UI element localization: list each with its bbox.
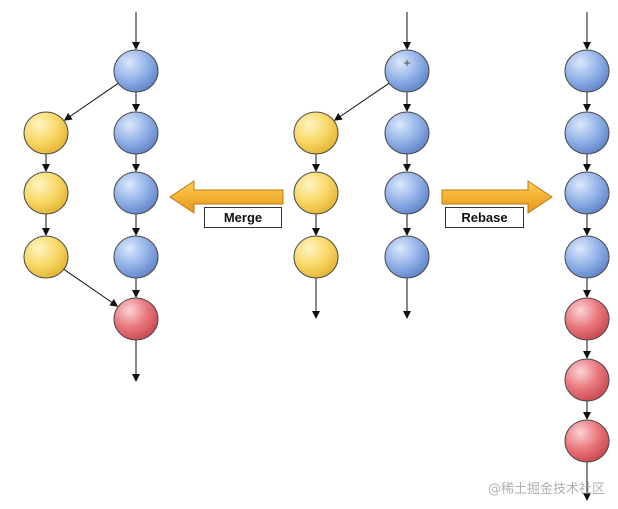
- merge-arrow: [169, 180, 284, 214]
- rebase-label: Rebase: [445, 207, 524, 228]
- edge-arrow: [63, 82, 119, 121]
- main-commit-node: [564, 171, 610, 215]
- merge-commit-node: [113, 297, 159, 341]
- main-commit-node: [113, 171, 159, 215]
- main-commit-node: [384, 49, 430, 93]
- branch-commit-node: [23, 111, 69, 155]
- main-commit-node: [113, 49, 159, 93]
- rebased-commit-node: [564, 297, 610, 341]
- branch-commit-node: [23, 235, 69, 279]
- edges: [42, 12, 591, 501]
- watermark: @稀土掘金技术社区: [488, 482, 606, 497]
- branch-commit-node: [293, 171, 339, 215]
- rebased-commit-node: [564, 358, 610, 402]
- main-commit-node: [113, 235, 159, 279]
- branch-commit-node: [293, 111, 339, 155]
- edge-arrow: [333, 82, 390, 121]
- main-commit-node: [384, 171, 430, 215]
- rebased-commit-node: [564, 419, 610, 463]
- main-commit-node: [564, 235, 610, 279]
- main-commit-node: [384, 235, 430, 279]
- operation-arrows: [169, 180, 553, 214]
- edge-arrow: [63, 268, 119, 307]
- main-commit-node: [113, 111, 159, 155]
- commit-nodes: [23, 49, 610, 463]
- rebase-arrow: [441, 180, 553, 214]
- main-commit-node: [384, 111, 430, 155]
- branch-commit-node: [293, 235, 339, 279]
- main-commit-node: [564, 111, 610, 155]
- merge-label: Merge: [204, 207, 282, 228]
- cursor-mark: [404, 60, 410, 66]
- main-commit-node: [564, 49, 610, 93]
- branch-commit-node: [23, 171, 69, 215]
